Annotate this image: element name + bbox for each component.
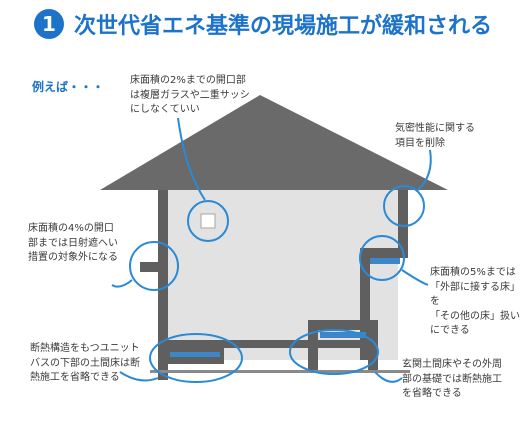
callout-circle-entrance [289, 329, 379, 375]
entrance-insulation [320, 332, 366, 338]
ground-line [150, 370, 410, 373]
page-title-text: 次世代省エネ基準の現場施工が緩和される [74, 14, 493, 39]
callout-circle-roof [383, 185, 425, 227]
right-wall-step [360, 248, 408, 258]
right-wall-lower [360, 248, 370, 360]
annotation-top-right: 気密性能に関する 項目を削除 [395, 123, 475, 149]
annotation-bottom-left: 断熱構造をもつユニット バスの下部の土間床は断 熱施工を省略できる [30, 343, 140, 383]
callout-circle-window [187, 200, 229, 242]
entrance-foundation [308, 320, 378, 330]
callout-circle-bath [149, 333, 243, 383]
leader-top-center [177, 117, 206, 201]
entrance-leg-right [368, 320, 378, 370]
annotation-top-center: 床面積の2%までの開口部 は複層ガラスや二重サッシ にしなくていい [130, 75, 250, 115]
page-title: 1 次世代省エネ基準の現場施工が緩和される [34, 8, 492, 40]
leader-right-middle [401, 269, 429, 286]
left-wall [158, 190, 168, 360]
callout-circle-bay [359, 235, 405, 281]
leader-top-right [417, 149, 432, 191]
small-window [200, 213, 216, 229]
left-opening [140, 262, 168, 272]
step-number-badge: 1 [34, 9, 64, 39]
annotation-bottom-right: 玄関土間床やその外周 部の基礎では断熱施工 を省略できる [402, 359, 502, 399]
leader-bottom-left [119, 371, 159, 382]
example-label: 例えば・・・ [32, 80, 105, 94]
bay-insulation [370, 258, 400, 264]
entrance-leg-left [308, 320, 318, 370]
floor-slab [158, 340, 370, 348]
annotation-left-middle: 床面積の4%の開口 部までは日射遮へい 措置の対象外になる [28, 223, 118, 263]
right-wall-upper [398, 190, 408, 248]
callout-circle-left-opening [129, 241, 179, 291]
unit-bath-insulation [170, 352, 220, 357]
annotation-right-middle: 床面積の5%までは 「外部に接する床」を 「その他の床」扱い にできる [430, 267, 520, 336]
leader-left-middle [111, 279, 133, 288]
leader-bottom-right [374, 371, 403, 383]
roof [100, 95, 448, 190]
left-foundation [158, 340, 168, 380]
